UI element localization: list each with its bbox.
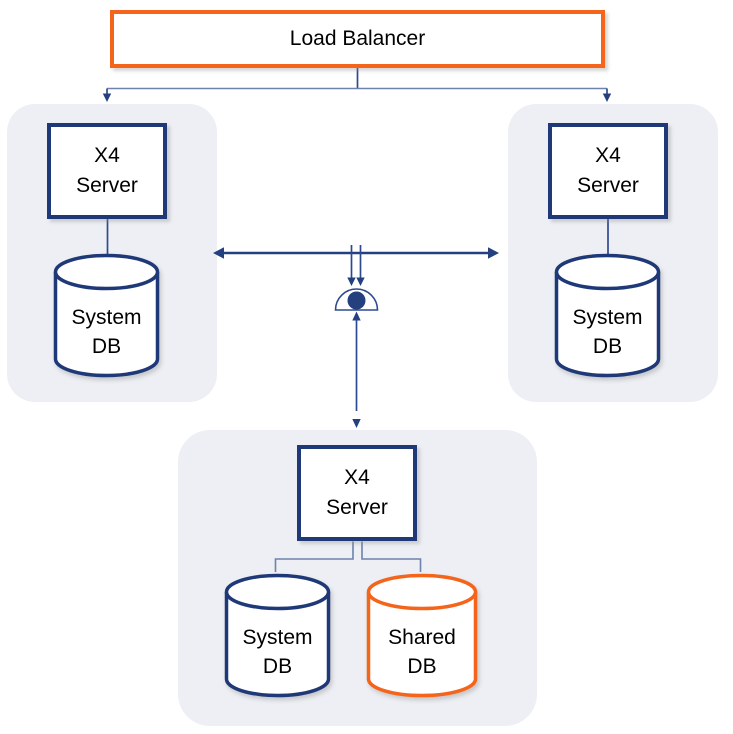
server-node-bottom: X4 Server <box>297 445 417 541</box>
junction-dot-icon <box>347 291 366 310</box>
system-db-right: System DB <box>554 253 661 378</box>
database-cylinder-icon <box>366 573 478 698</box>
db-label: System DB <box>224 623 331 681</box>
db-label: System DB <box>53 303 160 361</box>
system-db-bottom: System DB <box>224 573 331 698</box>
server-label-line1: X4 <box>344 466 370 489</box>
database-cylinder-icon <box>224 573 331 698</box>
db-label-line1: System <box>572 306 643 329</box>
db-label: System DB <box>554 303 661 361</box>
db-label-line2: DB <box>407 655 437 678</box>
db-label-line1: System <box>71 306 142 329</box>
system-db-left: System DB <box>53 253 160 378</box>
db-label-line2: DB <box>91 335 122 358</box>
arrowhead-junction-right <box>356 277 365 286</box>
arrowhead-down-left <box>102 93 112 102</box>
db-label: Shared DB <box>366 623 478 681</box>
db-label-line1: Shared <box>388 626 456 649</box>
db-label-line1: System <box>242 626 313 649</box>
server-label-line2: Server <box>577 174 639 197</box>
arrowhead-right <box>488 247 499 259</box>
server-node-left: X4 Server <box>47 123 167 219</box>
junction-dome-icon <box>334 288 379 311</box>
arrowhead-down-to-bottom <box>352 419 361 428</box>
server-label-line2: Server <box>326 496 388 519</box>
load-balancer-label: Load Balancer <box>289 27 426 50</box>
server-label-line1: X4 <box>595 144 621 167</box>
shared-db-bottom: Shared DB <box>366 573 478 698</box>
server-label-line2: Server <box>76 174 138 197</box>
db-label-line2: DB <box>592 335 623 358</box>
server-label-line1: X4 <box>94 144 120 167</box>
db-label-line2: DB <box>262 655 293 678</box>
server-node-right: X4 Server <box>548 123 668 219</box>
database-cylinder-icon <box>53 253 160 378</box>
arrowhead-down-right <box>602 93 612 102</box>
arrowhead-up-to-junction <box>352 311 361 321</box>
database-cylinder-icon <box>554 253 661 378</box>
arrowhead-junction-left <box>347 277 356 286</box>
load-balancer-node: Load Balancer <box>110 10 605 68</box>
